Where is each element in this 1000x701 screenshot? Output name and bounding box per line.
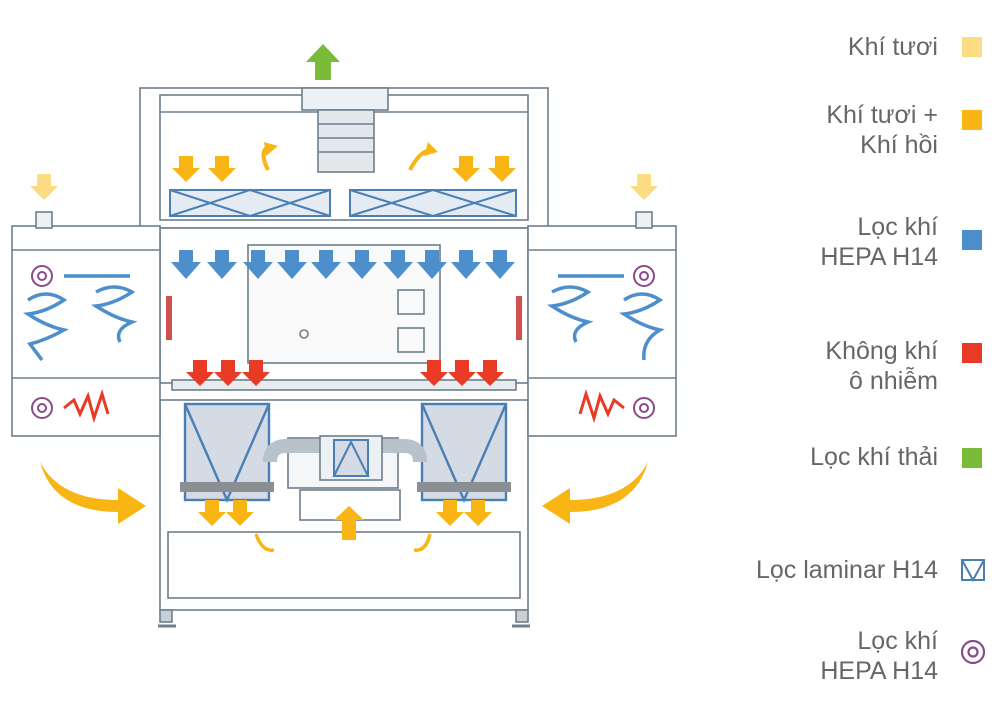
exhaust-filter-assembly (263, 435, 427, 481)
laminar-filter-icon (961, 559, 985, 583)
fresh-air-swatch (962, 37, 982, 57)
machine-body (11, 87, 677, 628)
top-hepa-filters (169, 188, 517, 218)
heat-squiggles (63, 389, 625, 424)
hepa-filter-swatch (962, 230, 982, 250)
exhaust-filter-swatch (962, 448, 982, 468)
laminar-filter-boxes (180, 402, 511, 503)
legend-label-polluted-air: Không khí ô nhiễm (825, 337, 938, 395)
legend-label-laminar-filter: Lọc laminar H14 (755, 556, 938, 584)
legend-label-hepa-filter: Lọc khí HEPA H14 (820, 213, 938, 271)
polluted-air-swatch (962, 343, 982, 363)
side-swirls (23, 274, 665, 362)
return-air-arrows (40, 462, 648, 524)
exhaust-arrow (306, 44, 340, 80)
legend-label-exhaust-filter: Lọc khí thải (810, 443, 938, 471)
legend-label-fresh-air: Khí tươi (847, 33, 938, 61)
hepa-ring-icon (960, 639, 986, 665)
mixed-air-swatch (962, 110, 982, 130)
legend-label-mixed-air: Khí tươi + Khí hồi (826, 101, 938, 159)
curl-arrowheads-top (264, 142, 438, 156)
recirculation-curls-bottom (254, 533, 432, 552)
mixed-air-arrows-bottom (198, 500, 492, 540)
legend-label-hepa-ring: Lọc khí HEPA H14 (820, 627, 938, 685)
legend-symbols (960, 37, 986, 665)
